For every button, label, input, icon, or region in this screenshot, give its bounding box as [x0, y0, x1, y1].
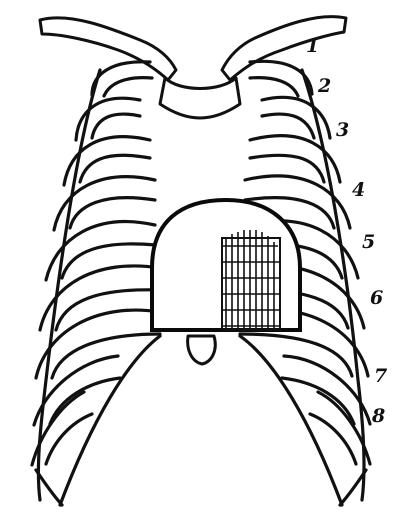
xiphoid-process: [188, 336, 216, 364]
rib-number-2: 2: [317, 75, 331, 97]
rib-number-4: 4: [352, 179, 365, 201]
rib-number-5: 5: [362, 231, 375, 253]
cardiac-dullness-area: [152, 200, 300, 330]
rib-number-6: 6: [370, 287, 383, 309]
left-rib-1: [92, 62, 152, 96]
left-ribs: [32, 62, 160, 505]
rib-number-3: 3: [336, 119, 349, 141]
left-costal-margin: [60, 336, 160, 505]
rib-number-7: 7: [374, 365, 387, 387]
right-clavicle: [222, 17, 346, 80]
rib-number-labels: 1 2 3 4 5 6 7 8: [306, 35, 387, 427]
manubrium: [160, 78, 240, 118]
rib-number-1: 1: [306, 35, 319, 57]
right-rib-1: [250, 61, 312, 96]
rib-number-8: 8: [371, 405, 385, 427]
right-costal-margin: [240, 336, 342, 505]
